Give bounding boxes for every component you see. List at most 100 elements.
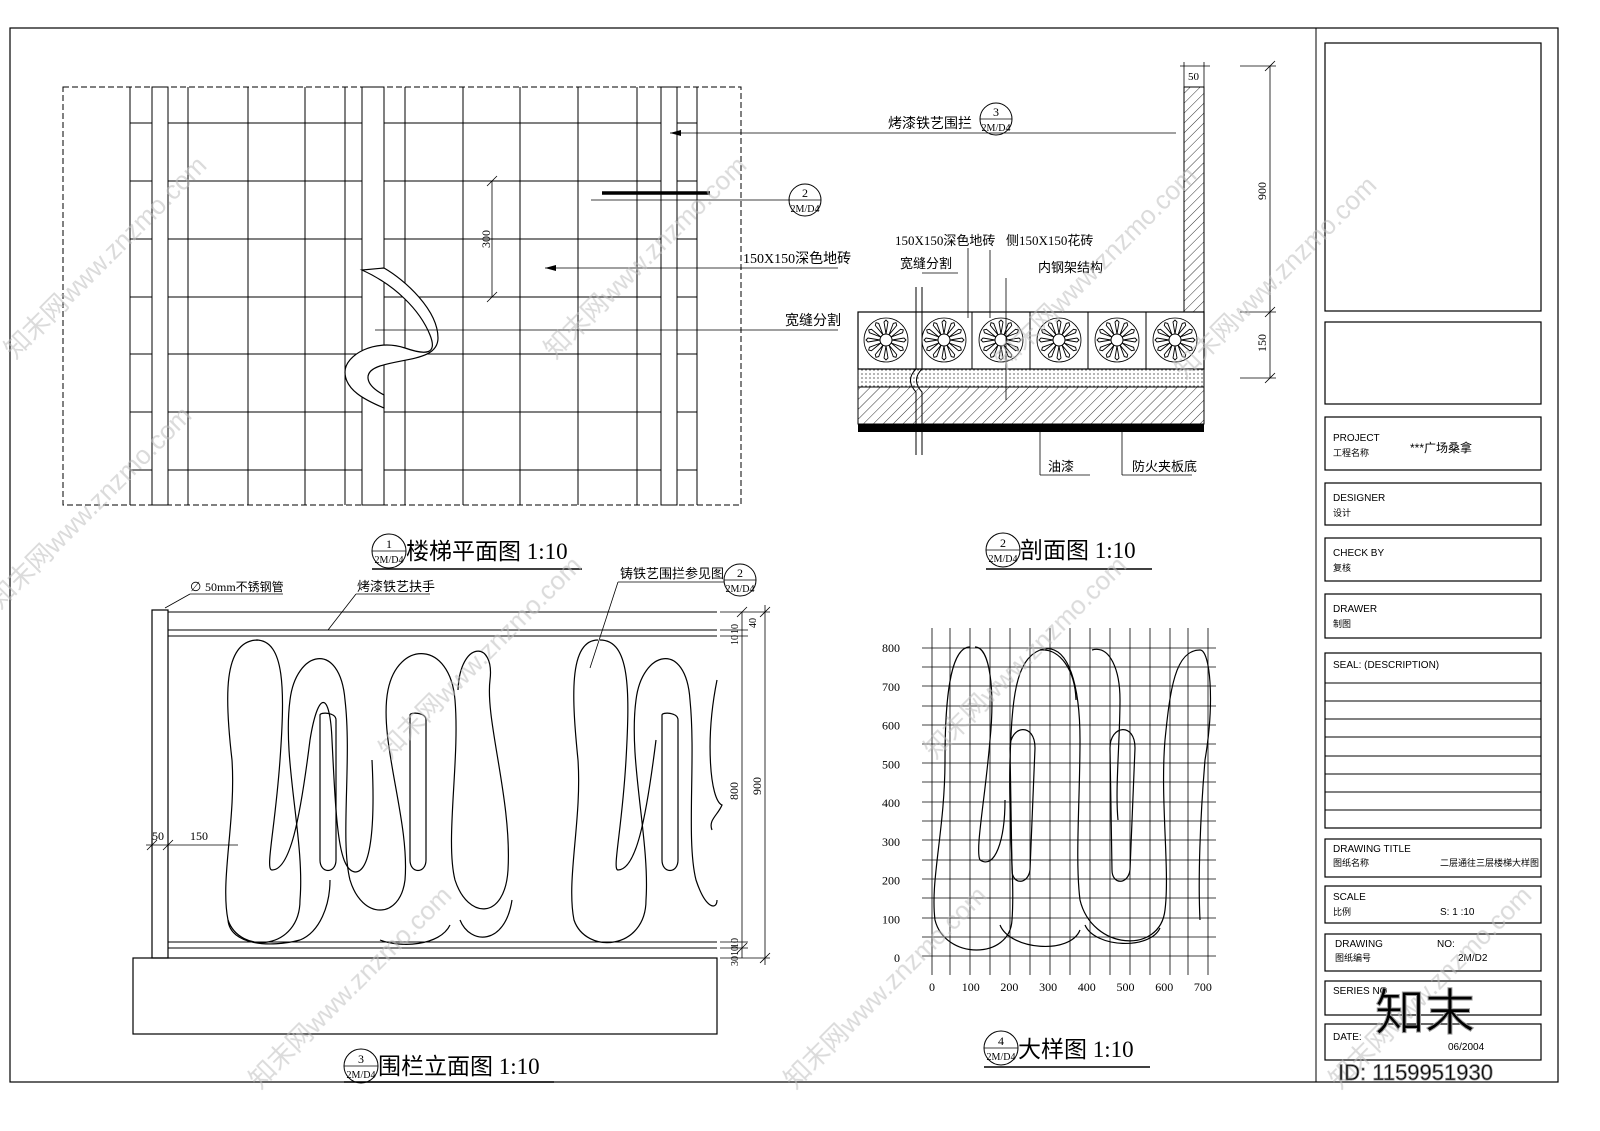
detail-y-tick-label: 100 [882,912,900,926]
detail-x-tick-label: 600 [1155,980,1173,994]
elevation-base [132,957,718,1035]
tb-designer-box [1324,482,1542,526]
brand-logo-text: 知末 [1375,985,1475,1041]
section-dim-900: 900 [1255,182,1269,200]
flower-tile-icon [863,317,909,363]
tb-drawer-box [1324,593,1542,639]
section-paint-note: 油漆 [1048,459,1074,474]
svg-text:PROJECT: PROJECT [1333,433,1380,444]
tb-seal-box [1324,652,1542,829]
elevation-railing-tag: 2 2M/D4 [723,563,757,597]
svg-text:10: 10 [730,938,741,948]
elevation-pipe-note: 50mm不锈钢管 [205,579,284,594]
svg-text:2: 2 [737,566,743,580]
tb-scale-box [1324,885,1542,924]
detail-title: 大样图 1:10 [1018,1037,1134,1062]
plan-tile-note: 150X150深色地砖 [743,250,851,267]
svg-text:10: 10 [730,624,741,634]
sheet-border [9,27,1559,1083]
svg-text:2M/D4: 2M/D4 [989,554,1018,565]
elevation-view: ∅ 50mm不锈钢管 烤漆铁艺扶手 铸铁艺围拦参见图 2 2M/D4 50 15… [132,563,771,1084]
elevation-dim-150: 150 [190,829,208,843]
svg-text:DESIGNER: DESIGNER [1333,493,1385,504]
tb-check-box [1324,537,1542,582]
section-mortar-layer [857,368,1205,388]
tb-logo-box [1324,42,1542,312]
section-title: 剖面图 1:10 [1020,538,1136,563]
svg-text:1: 1 [386,537,392,551]
tb-drawing-no-value: 2M/D2 [1458,953,1488,964]
title-block: PROJECT 工程名称 ***广场桑拿 DESIGNER 设计 CHECK B… [1315,27,1559,1083]
detail-x-tick-label: 700 [1194,980,1212,994]
detail-y-tick-label: 200 [882,874,900,888]
plan-dim-300 [486,175,498,303]
elevation-post [151,609,169,959]
section-railing-post [1183,86,1205,313]
svg-text:工程名称: 工程名称 [1333,447,1369,458]
detail-x-tick-label: 500 [1117,980,1135,994]
svg-text:40: 40 [748,618,759,628]
detail-x-tick-label: 400 [1078,980,1096,994]
detail-y-tick-label: 700 [882,680,900,694]
svg-text:10: 10 [730,635,741,645]
svg-text:图纸编号: 图纸编号 [1335,952,1371,963]
brand-watermark: 知末 ID: 1159951930 [1338,985,1494,1086]
svg-text:比例: 比例 [1333,906,1351,917]
tb-scale-value: S: 1 :10 [1440,907,1475,918]
elevation-title: 围栏立面图 1:10 [378,1054,540,1079]
brand-id-text: ID: 1159951930 [1338,1060,1493,1085]
svg-text:CHECK BY: CHECK BY [1333,548,1384,559]
plan-dim-300-label: 300 [479,230,493,248]
svg-text:SEAL: (DESCRIPTION): SEAL: (DESCRIPTION) [1333,660,1439,671]
detail-y-tick-label: 600 [882,719,900,733]
elevation-handrail-note: 烤漆铁艺扶手 [357,579,435,594]
svg-text:2M/D4: 2M/D4 [375,555,404,566]
svg-text:2M/D4: 2M/D4 [347,1070,376,1081]
plan-railing-arrow [670,130,681,136]
section-title-tag: 2 2M/D4 [985,532,1021,568]
detail-y-tick-label: 0 [894,951,900,965]
plan-gap-note: 宽缝分割 [785,312,841,329]
svg-text:30: 30 [730,956,741,966]
elevation-railing-note: 铸铁艺围拦参见图 [620,566,724,581]
plan-title: 楼梯平面图 1:10 [406,539,568,564]
tb-drawing-no-box [1324,933,1542,972]
svg-text:2: 2 [1000,536,1006,550]
svg-text:DRAWING: DRAWING [1335,939,1383,950]
watermark-text: 知末网www.znzmo.com [0,400,197,614]
elevation-dim-800: 800 [727,782,741,800]
detail-x-tick-label: 0 [929,980,935,994]
plan-view: 300 烤漆铁艺围拦 3 2M/D4 2 2M/D4 150X150深色地砖 宽… [62,86,1176,570]
tb-project-box [1324,416,1542,471]
detail-iron-pattern [933,646,1212,951]
watermark-text: 知末网www.znzmo.com [538,150,752,364]
tb-drawing-title-box [1324,838,1542,878]
svg-text:10: 10 [730,946,741,956]
elevation-top-rail [168,611,717,637]
svg-text:制图: 制图 [1333,618,1351,629]
section-steel-layer [857,386,1205,425]
plan-section-tag: 2 2M/D4 [788,183,822,217]
svg-text:2M/D4: 2M/D4 [987,1052,1016,1063]
plan-title-tag: 1 2M/D4 [371,533,407,569]
elevation-iron-pattern [225,639,723,945]
elevation-pipe-icon: ∅ [190,579,201,594]
svg-text:设计: 设计 [1333,507,1351,518]
watermark-layer: 知末网www.znzmo.com 知末网www.znzmo.com 知末网www… [0,150,1537,1094]
svg-text:SERIES NO: SERIES NO [1333,986,1388,997]
plan-break-curve [344,267,439,409]
tb-date-box [1324,1023,1542,1061]
svg-text:2M/D4: 2M/D4 [982,123,1011,134]
elevation-title-tag: 3 2M/D4 [343,1048,379,1084]
detail-y-tick-label: 800 [882,641,900,655]
elevation-bottom-rail [168,941,717,949]
tb-date-value: 06/2004 [1448,1042,1485,1053]
flower-tile-icon [1094,317,1140,363]
elevation-dim-50: 50 [152,829,164,843]
section-board-note: 防火夹板底 [1132,459,1197,474]
plan-railing-note: 烤漆铁艺围拦 [888,116,972,132]
svg-text:DRAWING TITLE: DRAWING TITLE [1333,844,1411,855]
